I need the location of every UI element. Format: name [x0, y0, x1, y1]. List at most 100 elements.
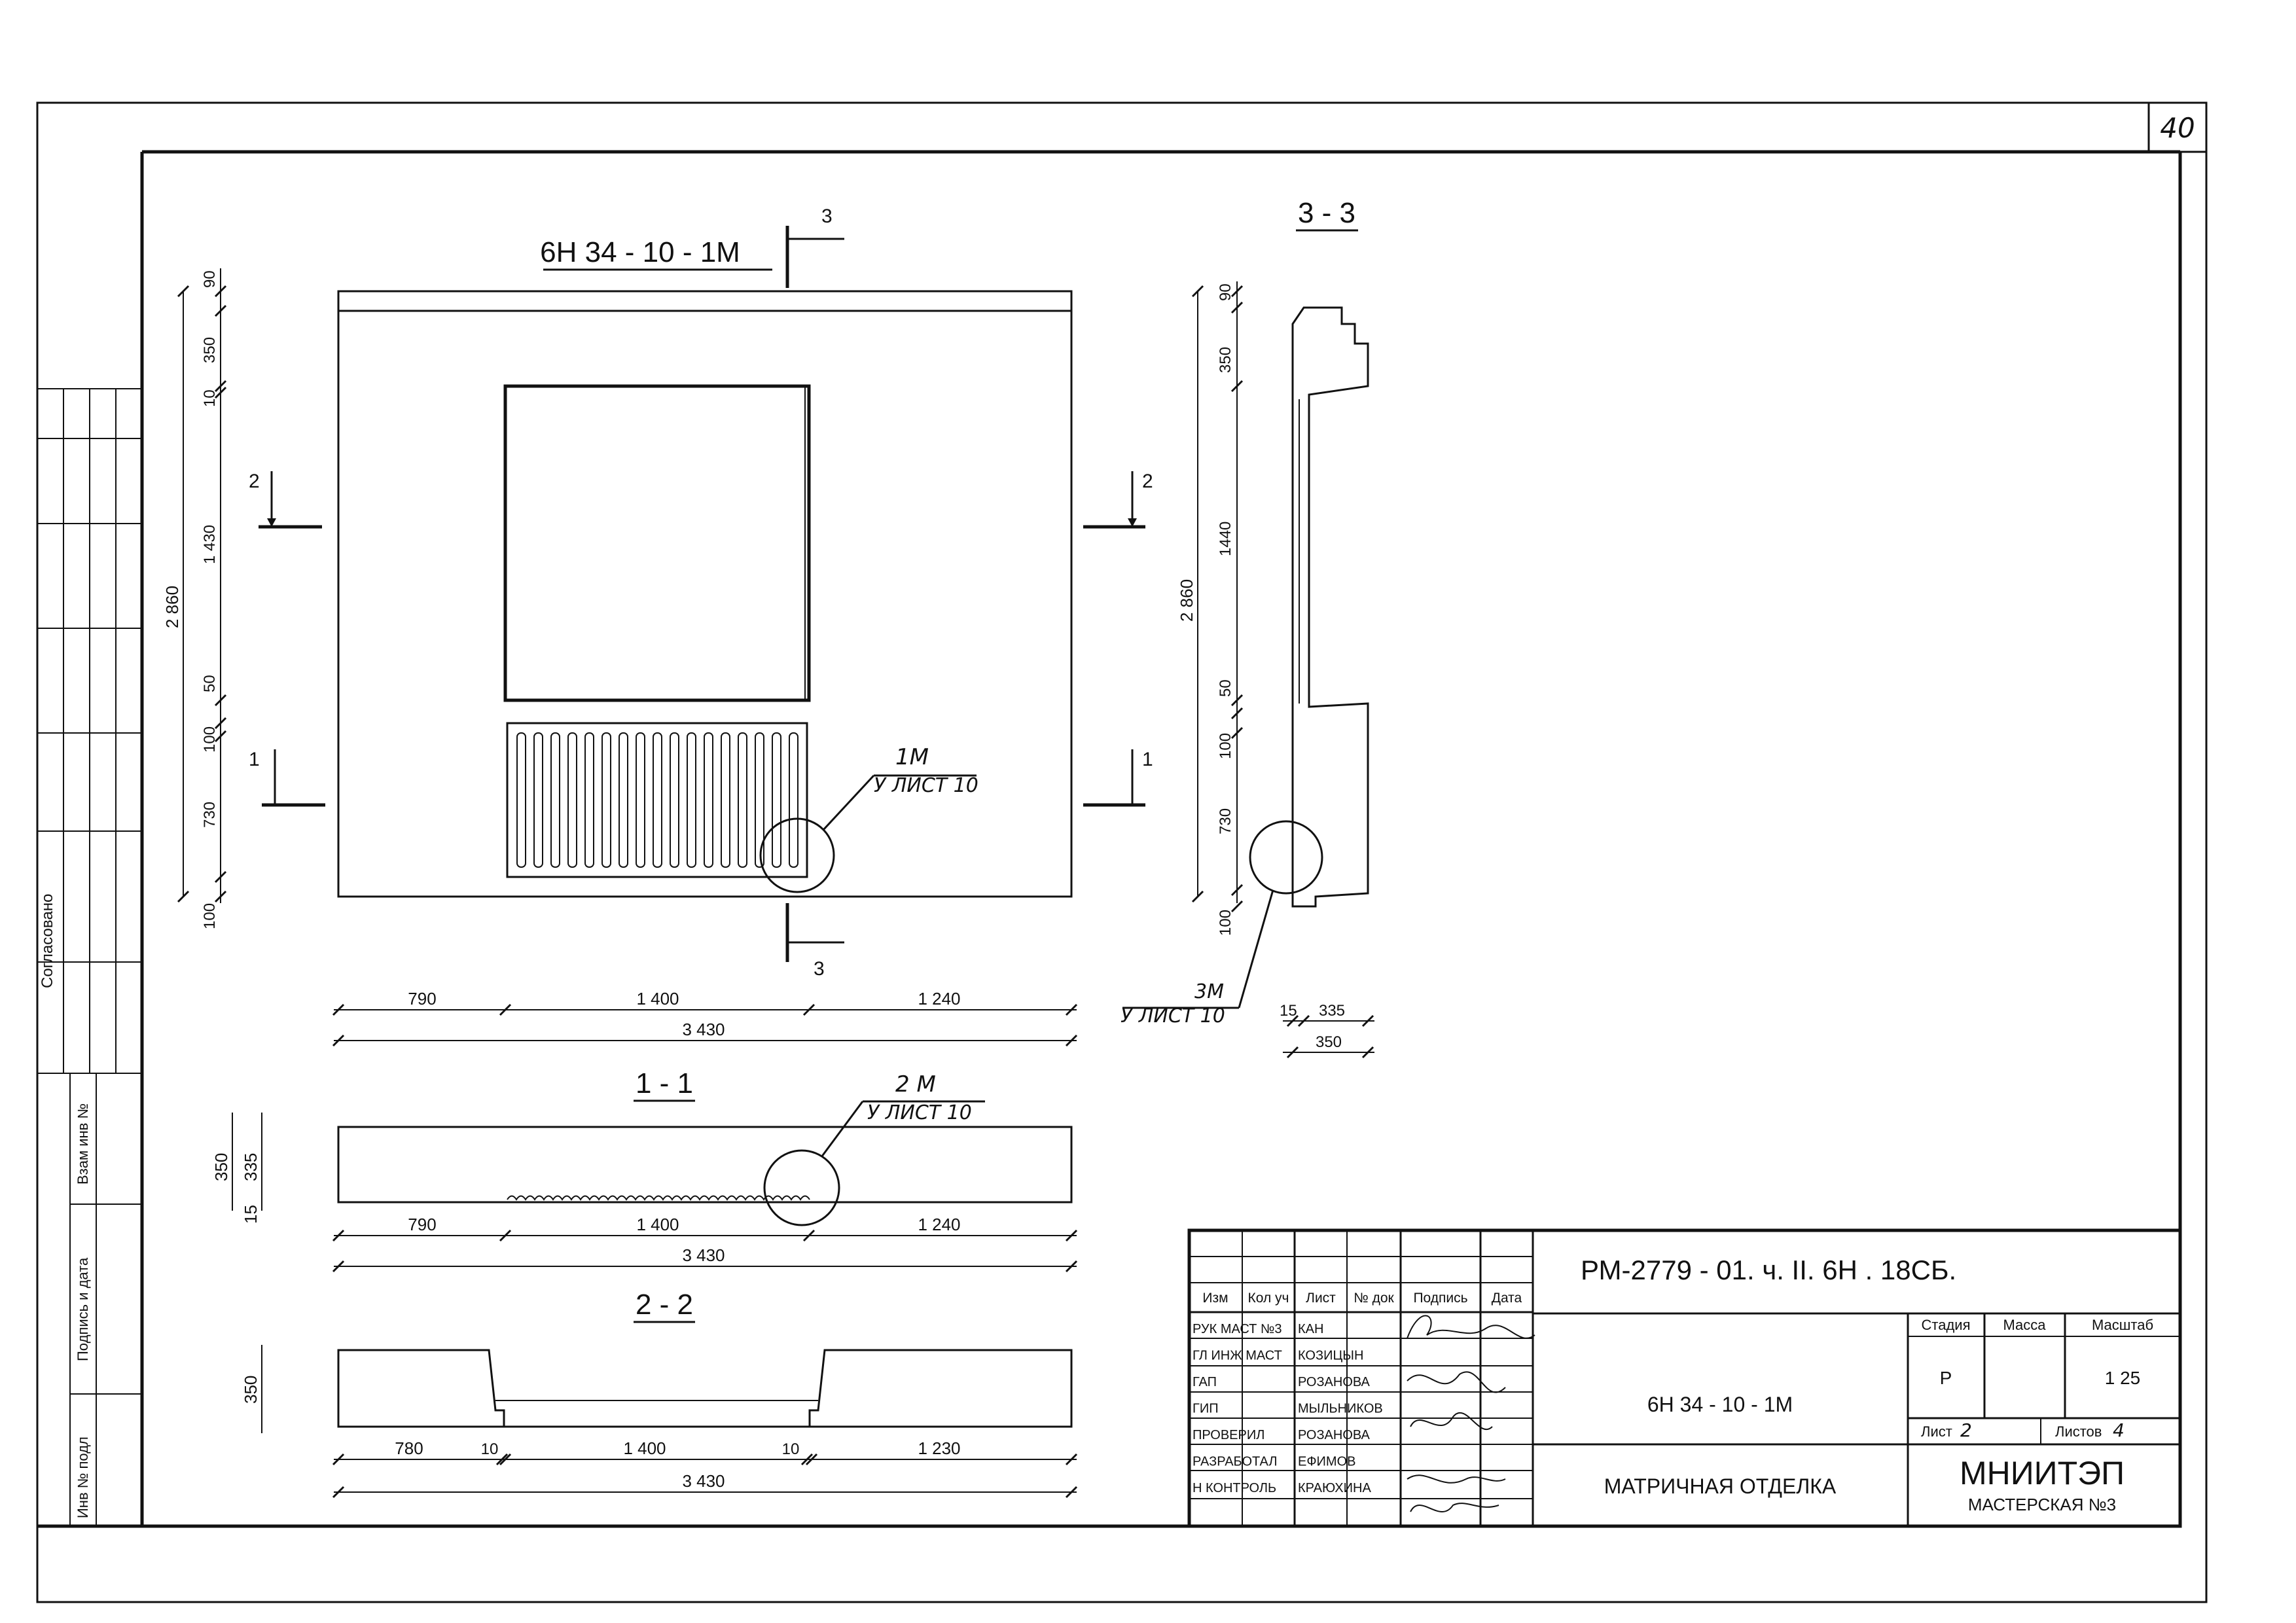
dim-tick — [214, 304, 227, 317]
svg-text:1 240: 1 240 — [918, 989, 960, 1008]
dim-tick — [332, 1260, 345, 1273]
svg-text:1 400: 1 400 — [623, 1438, 666, 1458]
svg-text:15: 15 — [241, 1205, 260, 1224]
svg-text:2 860: 2 860 — [162, 586, 182, 628]
svg-text:3: 3 — [821, 205, 833, 227]
dim-tick — [214, 285, 227, 298]
dim-tick — [1230, 883, 1244, 897]
dim-tick — [1286, 1046, 1299, 1059]
dim-tick — [802, 1229, 816, 1242]
dim-tick — [1230, 726, 1244, 740]
dim-tick — [499, 1229, 512, 1242]
svg-text:100: 100 — [201, 726, 219, 753]
section-3-3: 3 - 3 3М У ЛИСТ 10 2 860 90 350 1440 50 … — [1121, 197, 1374, 1059]
dim-tick — [332, 1229, 345, 1242]
title-block: Изм Кол уч Лист № док Подпись Дата РУК М… — [1187, 1228, 2182, 1528]
role-label: ПРОВЕРИЛ — [1193, 1428, 1265, 1442]
svg-text:Р: Р — [1940, 1368, 1952, 1388]
dim-tick — [214, 717, 227, 730]
svg-text:730: 730 — [1217, 808, 1234, 834]
dim-tick — [1230, 301, 1244, 314]
agreed-label: Согласовано — [39, 894, 56, 988]
svg-text:335: 335 — [241, 1153, 260, 1181]
element-name: 6Н 34 - 10 - 1М — [1647, 1393, 1793, 1416]
rib — [584, 732, 594, 868]
role-label: ГИП — [1193, 1402, 1219, 1416]
dim-tick — [1230, 707, 1244, 720]
svg-text:4: 4 — [2113, 1419, 2125, 1441]
dim-tick — [802, 1003, 816, 1016]
section-1-1: 1 - 1 2 М У ЛИСТ 10 350 335 15 790 1 400… — [211, 1067, 1078, 1273]
svg-text:10: 10 — [201, 389, 219, 407]
rib — [636, 732, 645, 868]
role-name: КОЗИЦЫН — [1298, 1349, 1363, 1363]
svg-text:Изм: Изм — [1202, 1291, 1228, 1306]
dim-tick — [800, 1453, 814, 1466]
dim-tick — [214, 380, 227, 393]
signature-date-label: Подпись и дата — [75, 1257, 91, 1361]
left-stamp-strip: Согласовано Взам инв № Подпись и дата Ин… — [37, 388, 143, 1527]
role-name: ЕФИМОВ — [1298, 1455, 1355, 1469]
dim-tick — [1065, 1229, 1078, 1242]
dim-tick — [1065, 1034, 1078, 1047]
dim-tick — [177, 890, 190, 903]
role-name: РОЗАНОВА — [1298, 1375, 1371, 1389]
svg-text:Масса: Масса — [2003, 1317, 2046, 1333]
svg-text:2: 2 — [1960, 1419, 1972, 1441]
dim-tick — [1065, 1486, 1078, 1499]
dim-tick — [1230, 900, 1244, 913]
role-label: Н КОНТРОЛЬ — [1193, 1481, 1276, 1495]
dim-tick — [214, 890, 227, 903]
sheet-title: МАТРИЧНАЯ ОТДЕЛКА — [1604, 1474, 1837, 1498]
dim-tick — [1230, 694, 1244, 707]
svg-text:50: 50 — [201, 675, 219, 692]
role-name: КАН — [1298, 1322, 1323, 1336]
svg-text:780: 780 — [395, 1438, 423, 1458]
section-33-title: 3 - 3 — [1298, 197, 1355, 229]
svg-text:1 230: 1 230 — [918, 1438, 960, 1458]
org-name: МНИИТЭП — [1960, 1455, 2125, 1491]
inv-podl-label: Инв № подл — [75, 1436, 91, 1518]
svg-text:350: 350 — [211, 1153, 231, 1181]
dim-tick — [1361, 1046, 1374, 1059]
rib — [516, 732, 526, 868]
svg-text:Масштаб: Масштаб — [2092, 1317, 2153, 1333]
svg-text:Кол уч: Кол уч — [1248, 1291, 1289, 1306]
dim-tick — [1230, 380, 1244, 393]
svg-text:У ЛИСТ 10: У ЛИСТ 10 — [1121, 1005, 1225, 1027]
svg-text:100: 100 — [1217, 910, 1234, 936]
dim-tick — [1286, 1014, 1299, 1027]
callout-1m-ref: У ЛИСТ 10 — [874, 774, 978, 797]
rib — [721, 732, 730, 868]
dim-tick — [805, 1453, 818, 1466]
svg-text:790: 790 — [408, 1215, 436, 1234]
svg-text:10: 10 — [481, 1440, 499, 1458]
rib — [533, 732, 543, 868]
dim-tick — [1065, 1260, 1078, 1273]
svg-text:1440: 1440 — [1217, 522, 1234, 556]
svg-text:№ док: № док — [1354, 1291, 1394, 1306]
dim-tick — [1191, 285, 1204, 298]
rib — [619, 732, 628, 868]
section-2-2: 2 - 2 350 780 10 1 400 10 1 230 3 430 — [241, 1289, 1078, 1499]
svg-text:Стадия: Стадия — [1922, 1317, 1971, 1333]
dim-tick — [214, 870, 227, 883]
role-label: РАЗРАБОТАЛ — [1193, 1455, 1277, 1469]
svg-text:1 400: 1 400 — [636, 989, 679, 1008]
svg-text:Дата: Дата — [1492, 1291, 1522, 1306]
rib — [704, 732, 713, 868]
ribbed-panel — [506, 722, 808, 878]
sheet-frame — [36, 101, 2208, 1603]
svg-text:350: 350 — [1316, 1033, 1342, 1051]
svg-text:2 860: 2 860 — [1177, 579, 1196, 622]
dim-tick — [332, 1486, 345, 1499]
svg-text:350: 350 — [241, 1376, 260, 1404]
page-number: 40 — [2160, 112, 2195, 144]
front-view-title: 6Н 34 - 10 - 1М — [540, 236, 740, 268]
section-11-title: 1 - 1 — [636, 1067, 693, 1099]
svg-text:350: 350 — [201, 337, 219, 363]
svg-text:Лист: Лист — [1921, 1423, 1952, 1440]
role-name: КРАЮХИНА — [1298, 1481, 1371, 1495]
section-marks: 3 3 2 2 1 1 — [249, 205, 1153, 980]
dim-tick — [332, 1003, 345, 1016]
